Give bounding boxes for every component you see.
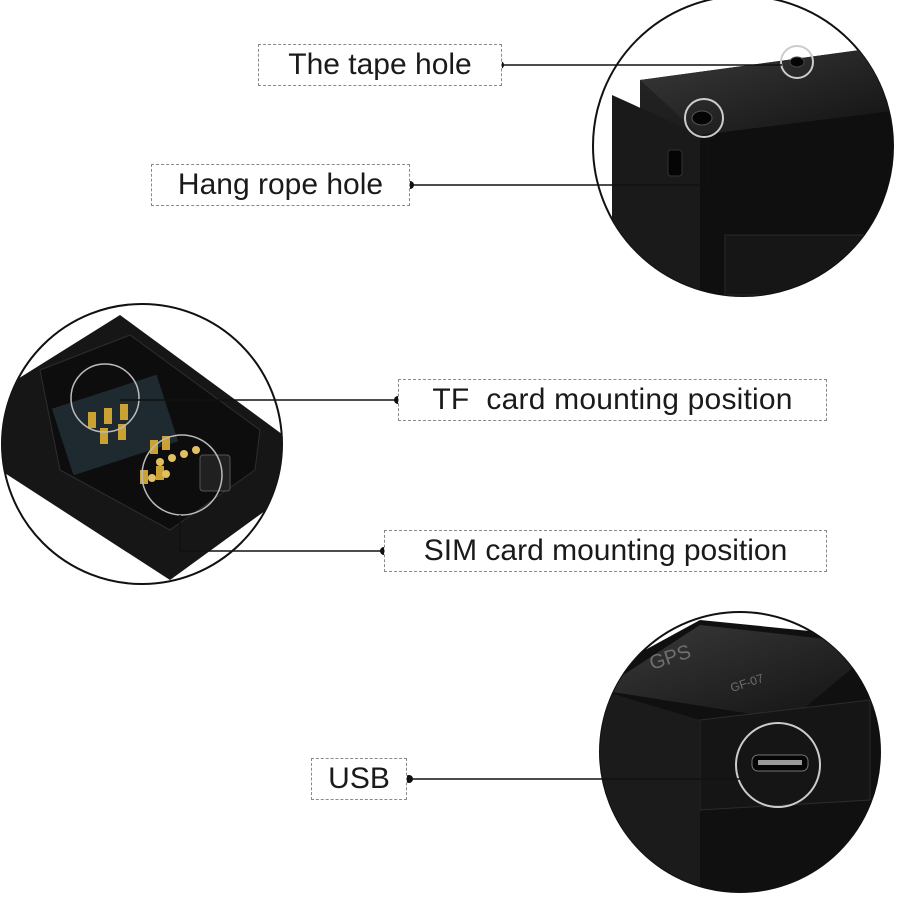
- leader-rope-hole: [412, 138, 709, 186]
- tf-card-text: TF card mounting position: [432, 383, 793, 416]
- usb-text: USB: [328, 762, 390, 795]
- leader-sim-card: [179, 515, 384, 552]
- tape-hole-highlight: [780, 45, 814, 79]
- closeup-top-device: [592, 0, 894, 297]
- tape-hole-label: The tape hole: [258, 44, 502, 86]
- closeup-card-slots: [1, 303, 283, 585]
- closeup-usb-end: GPS GF-07: [599, 611, 881, 893]
- tf-card-label: TF card mounting position: [398, 379, 827, 421]
- usb-port-highlight: [735, 722, 821, 808]
- hang-rope-hole-text: Hang rope hole: [177, 168, 384, 201]
- usb-label: USB: [311, 758, 407, 800]
- tape-hole-text: The tape hole: [288, 48, 472, 81]
- sim-card-label: SIM card mounting position: [384, 530, 827, 572]
- sim-slot-highlight: [141, 434, 223, 516]
- tf-slot-highlight: [70, 363, 140, 433]
- rope-hole-highlight: [684, 98, 724, 138]
- hang-rope-hole-label: Hang rope hole: [151, 164, 410, 206]
- sim-card-text: SIM card mounting position: [423, 534, 788, 567]
- leader-lines: [120, 64, 782, 780]
